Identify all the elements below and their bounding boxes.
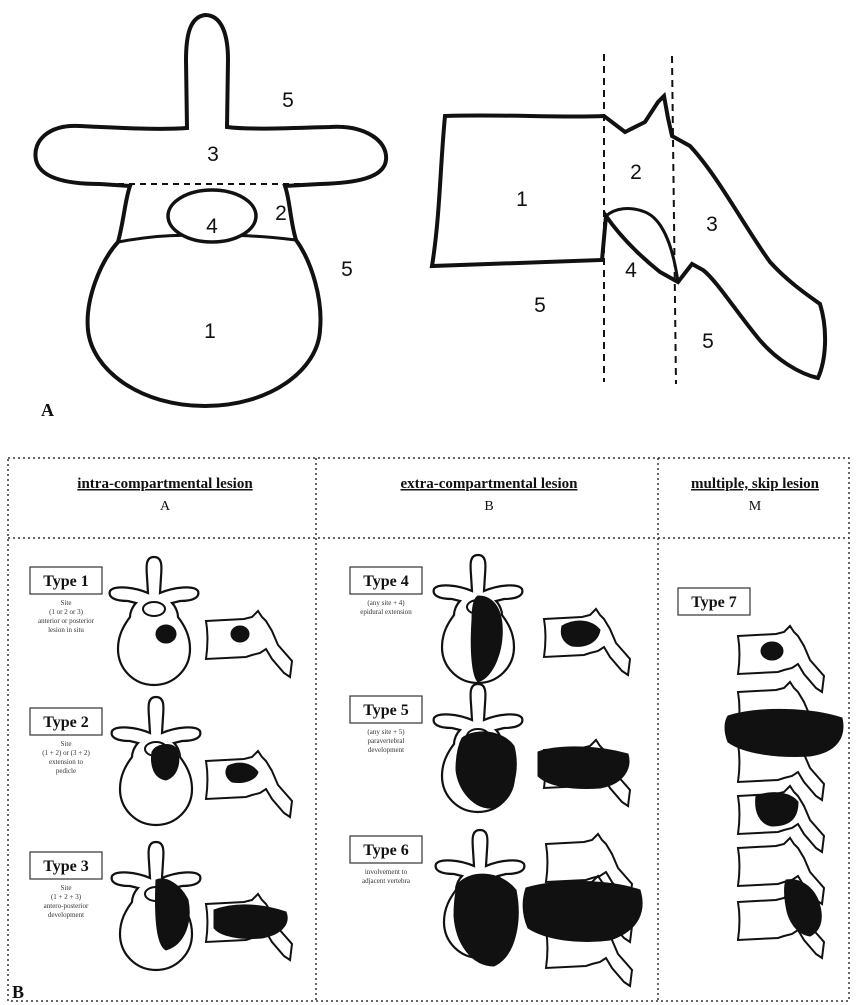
panel-letter-b: B: [12, 982, 24, 1002]
svg-text:A: A: [160, 499, 171, 514]
svg-text:anterior or posterior: anterior or posterior: [38, 617, 95, 625]
axial-vertebra-diagram: 3 4 2 1 5 5: [35, 15, 386, 406]
svg-text:development: development: [48, 911, 84, 919]
svg-text:Site: Site: [61, 740, 72, 748]
svg-text:(1 + 2) or (3 + 2): (1 + 2) or (3 + 2): [42, 749, 90, 757]
axial-label-3: 3: [207, 143, 219, 166]
svg-text:development: development: [368, 746, 404, 754]
column-header-extra: extra-compartmental lesion B: [400, 476, 578, 514]
svg-text:adjacent vertebra: adjacent vertebra: [362, 877, 411, 885]
svg-text:paravertebral: paravertebral: [368, 737, 405, 745]
type-3-entry: Type 3 Site (1 + 2 + 3) antero-posterior…: [30, 842, 292, 970]
svg-text:multiple, skip lesion: multiple, skip lesion: [691, 476, 820, 492]
axial-label-5-lower: 5: [341, 258, 353, 281]
svg-text:Type 7: Type 7: [691, 594, 736, 611]
svg-text:M: M: [749, 499, 762, 514]
type-4-entry: Type 4 (any site + 4) epidural extension: [350, 555, 630, 683]
svg-text:involvement to: involvement to: [365, 868, 408, 876]
svg-text:antero-posterior: antero-posterior: [44, 902, 89, 910]
svg-text:(1 or 2 or 3): (1 or 2 or 3): [49, 608, 83, 616]
type-7-entry: Type 7: [678, 588, 843, 958]
svg-text:Type 2: Type 2: [43, 714, 88, 731]
svg-text:Type 6: Type 6: [363, 842, 408, 859]
type-5-entry: Type 5 (any site + 5) paravertebral deve…: [350, 684, 630, 812]
axial-label-2: 2: [275, 202, 287, 225]
svg-text:epidural extension: epidural extension: [360, 608, 412, 616]
lateral-label-4: 4: [625, 259, 637, 282]
svg-text:(1 + 2 + 3): (1 + 2 + 3): [51, 893, 82, 901]
type-6-entry: Type 6 involvement to adjacent vertebra: [350, 830, 642, 986]
lateral-vertebra-diagram: 1 2 3 4 5 5: [432, 54, 825, 384]
svg-text:(any site + 4): (any site + 4): [367, 599, 405, 607]
lateral-label-3: 3: [706, 213, 718, 236]
svg-text:Type 3: Type 3: [43, 858, 88, 875]
lateral-label-5-right: 5: [702, 330, 714, 353]
lateral-label-2: 2: [630, 161, 642, 184]
svg-text:B: B: [484, 499, 493, 514]
svg-text:Type 5: Type 5: [363, 702, 408, 719]
svg-text:extra-compartmental lesion: extra-compartmental lesion: [400, 476, 578, 492]
panel-letter-a: A: [41, 400, 54, 420]
svg-text:lesion in situ: lesion in situ: [48, 626, 84, 634]
svg-text:(any site + 5): (any site + 5): [367, 728, 405, 736]
svg-text:Type 4: Type 4: [363, 573, 408, 590]
column-header-skip: multiple, skip lesion M: [691, 476, 820, 514]
axial-label-5-upper: 5: [282, 89, 294, 112]
svg-text:pedicle: pedicle: [56, 767, 76, 775]
svg-text:Site: Site: [61, 599, 72, 607]
svg-text:Type 1: Type 1: [43, 573, 88, 590]
svg-text:intra-compartmental lesion: intra-compartmental lesion: [77, 476, 253, 492]
axial-label-1: 1: [204, 320, 216, 343]
axial-label-4: 4: [206, 215, 218, 238]
type-2-entry: Type 2 Site (1 + 2) or (3 + 2) extension…: [30, 697, 292, 825]
svg-text:Site: Site: [61, 884, 72, 892]
svg-text:extension to: extension to: [49, 758, 84, 766]
lateral-label-5-left: 5: [534, 294, 546, 317]
type-1-entry: Type 1 Site (1 or 2 or 3) anterior or po…: [30, 557, 292, 685]
lateral-label-1: 1: [516, 188, 528, 211]
column-header-intra: intra-compartmental lesion A: [77, 476, 253, 514]
